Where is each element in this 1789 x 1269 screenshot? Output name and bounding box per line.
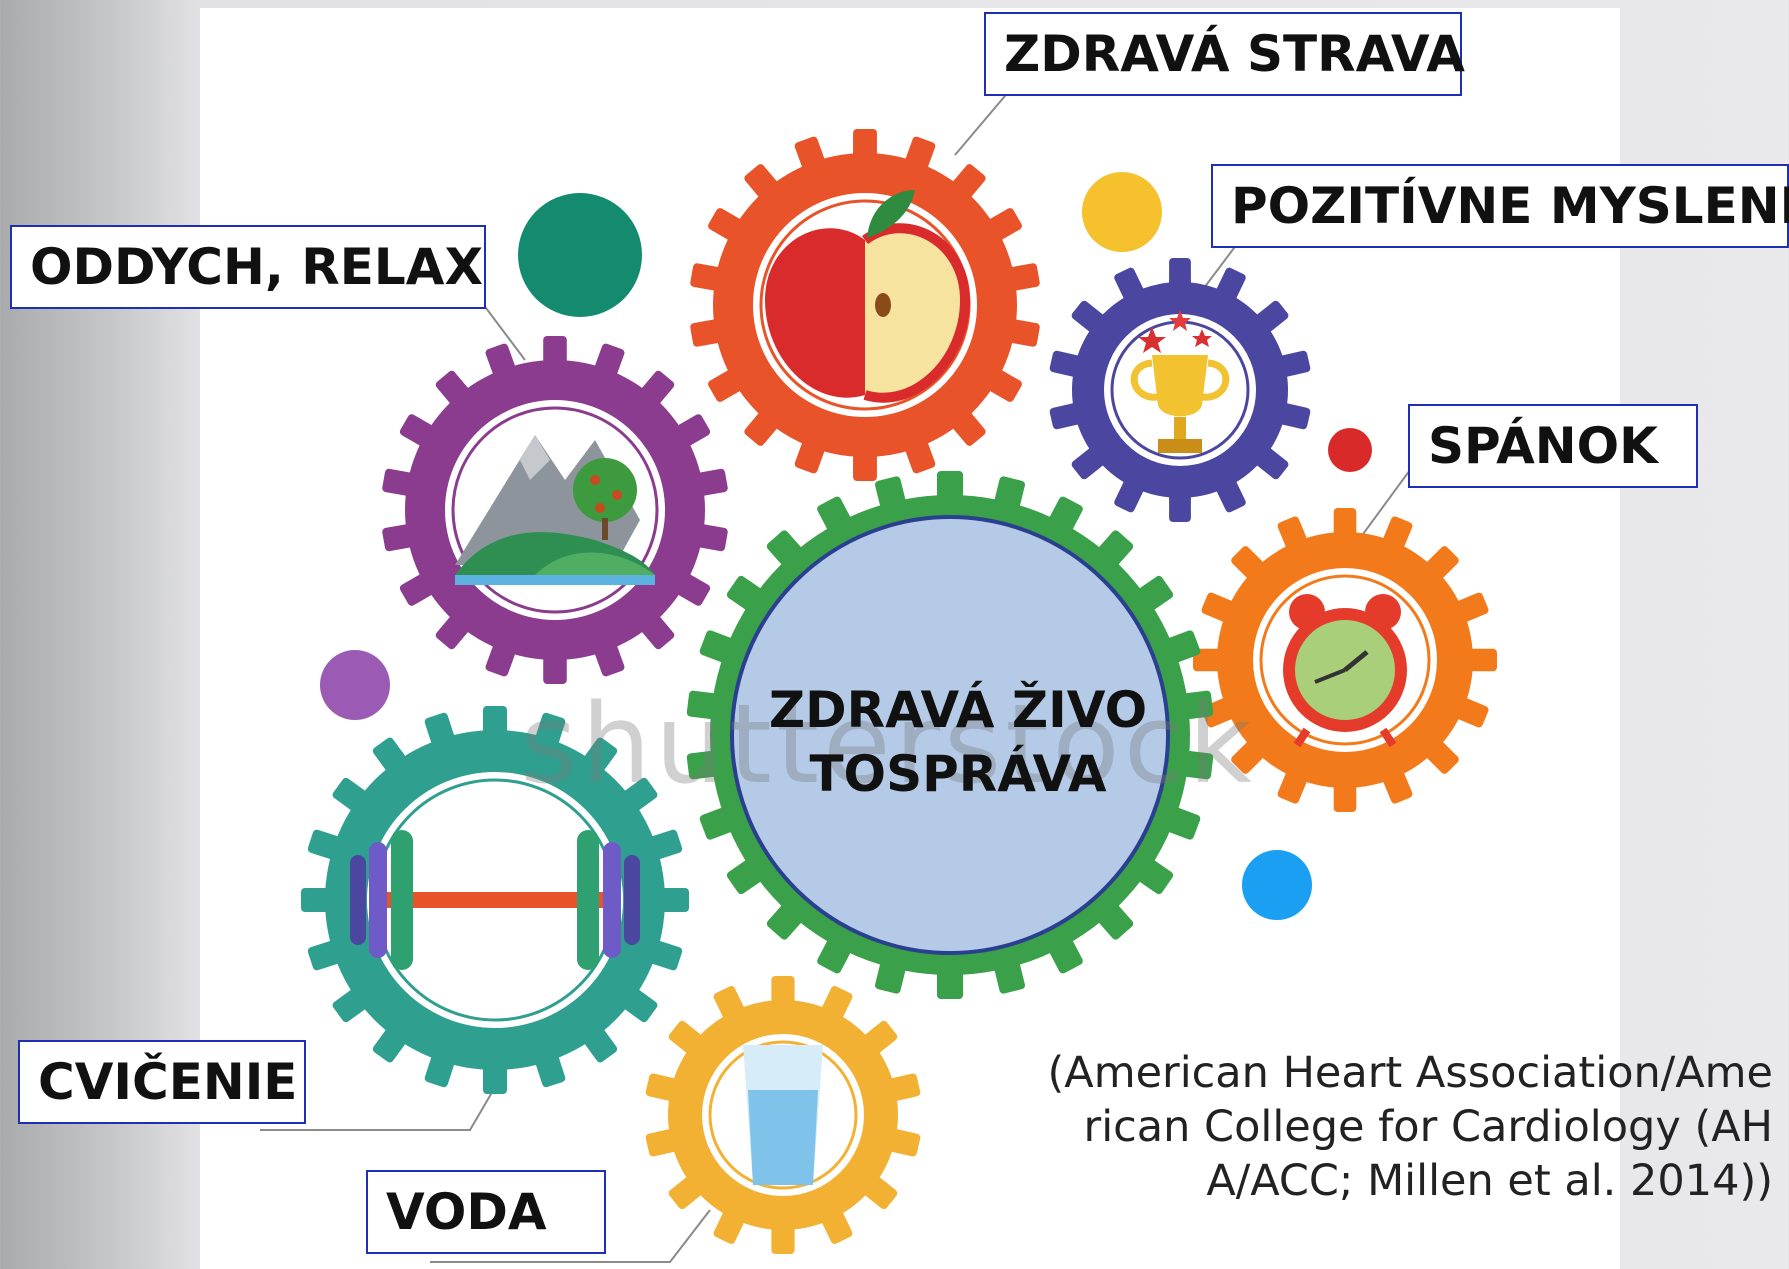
watermark-text: shutterstock: [520, 680, 1256, 808]
decor-dot-green: [518, 193, 642, 317]
label-pozitivne-myslenie: POZITÍVNE MYSLENIE: [1211, 164, 1789, 248]
leader-line-water: [430, 1209, 711, 1263]
label-voda: VODA: [366, 1170, 606, 1254]
label-spanok: SPÁNOK: [1408, 404, 1698, 488]
leader-line-diet: [954, 89, 1011, 156]
leader-line-sleep: [1354, 469, 1411, 546]
label-oddych-relax: ODDYCH, RELAX: [10, 225, 486, 309]
water-glass-icon: [743, 1045, 823, 1185]
label-cvicenie: CVIČENIE: [18, 1040, 306, 1124]
dumbbell-icon: [350, 830, 640, 970]
label-zdrava-strava: ZDRAVÁ STRAVA: [984, 12, 1465, 96]
center-title-line2: TOSPRÁVA: [809, 745, 1107, 803]
citation-line1: (American Heart Association/Ame: [1047, 1048, 1774, 1098]
gear-center: [686, 471, 1214, 999]
apple-icon: [765, 190, 971, 403]
citation-text: (American Heart Association/Ame rican Co…: [1013, 1046, 1774, 1208]
alarm-clock-icon: [1283, 594, 1407, 748]
decor-dot-red: [1328, 428, 1372, 472]
center-title-line1: ZDRAVÁ ŽIVO: [768, 681, 1148, 739]
decor-dot-yellow: [1082, 172, 1162, 252]
center-title: ZDRAVÁ ŽIVO TOSPRÁVA: [748, 678, 1168, 806]
citation-line3: A/ACC; Millen et al. 2014)): [1206, 1156, 1773, 1206]
decor-dot-blue: [1242, 850, 1312, 920]
mountain-icon: [455, 435, 655, 585]
leader-line-relax: [479, 299, 526, 361]
citation-line2: rican College for Cardiology (AH: [1083, 1102, 1773, 1152]
decor-dot-purple: [320, 650, 390, 720]
trophy-icon: [1130, 310, 1230, 453]
